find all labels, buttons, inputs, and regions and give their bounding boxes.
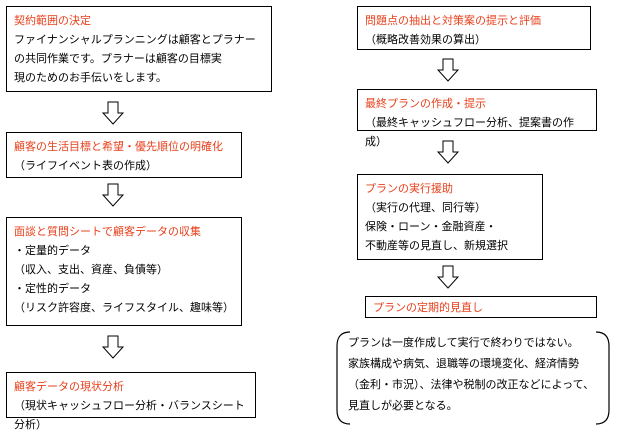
step-title: 最終プランの作成・提示: [365, 97, 486, 110]
step-title: 面談と質問シートで顧客データの収集: [14, 225, 201, 238]
step-title: 顧客データの現状分析: [14, 380, 124, 393]
step-text-line: ・定性的データ: [14, 282, 91, 295]
step-title: 顧客の生活目標と希望・優先順位の明確化: [14, 140, 223, 153]
step-execution-support-box: プランの実行援助 （実行の代理、同行等） 保険・ローン・金融資産・ 不動産等の見…: [357, 174, 543, 260]
down-arrow-icon: [437, 140, 459, 164]
note-line: プランは一度作成して実行で終わりではない。: [348, 336, 579, 349]
step-text-line: （概略改善効果の算出）: [365, 33, 486, 46]
step-text-line: （収入、支出、資産、負債等）: [14, 263, 168, 276]
note-line: 家族構成や病気、退職等の環境変化、経済情勢: [348, 357, 579, 370]
down-arrow-icon: [102, 183, 124, 207]
step-text-line: （実行の代理、同行等）: [365, 201, 486, 214]
step-data-collection-box: 面談と質問シートで顧客データの収集 ・定量的データ （収入、支出、資産、負債等）…: [6, 217, 242, 326]
down-arrow-icon: [102, 101, 124, 125]
step-text-line: （最終キャッシュフロー分析、提案書の作成）: [365, 116, 574, 148]
step-text-line: 現のためのお手伝いをします。: [14, 71, 167, 84]
step-text-line: （リスク許容度、ライフスタイル、趣味等）: [14, 301, 234, 314]
note-bracket-frame: [336, 331, 610, 425]
step-goals-box: 顧客の生活目標と希望・優先順位の明確化 （ライフイベント表の作成）: [6, 132, 242, 178]
review-note: プランは一度作成して実行で終わりではない。 家族構成や病気、退職等の環境変化、経…: [348, 332, 608, 416]
note-line: 見直しが必要となる。: [348, 399, 458, 412]
down-arrow-icon: [437, 265, 459, 289]
step-text-line: （現状キャッシュフロー分析・バランスシート分析）: [14, 399, 245, 431]
step-text-line: ファイナンシャルプランニングは顧客とプラナー: [14, 33, 256, 46]
step-text-line: 不動産等の見直し、新規選択: [365, 239, 508, 252]
down-arrow-icon: [102, 335, 124, 359]
step-final-plan-box: 最終プランの作成・提示 （最終キャッシュフロー分析、提案書の作成）: [357, 89, 597, 148]
step-text-line: 保険・ローン・金融資産・: [365, 220, 497, 233]
step-title: プランの定期的見直し: [373, 301, 483, 314]
step-problem-extraction-box: 問題点の抽出と対策案の提示と評価 （概略改善効果の算出）: [357, 6, 591, 50]
step-text-line: （ライフイベント表の作成）: [14, 159, 157, 172]
step-text-line: ・定量的データ: [14, 244, 91, 257]
step-title: プランの実行援助: [365, 182, 453, 195]
step-text-line: の共同作業です。プラナーは顧客の目標実: [14, 52, 222, 65]
step-contract-scope-box: 契約範囲の決定 ファイナンシャルプランニングは顧客とプラナー の共同作業です。プ…: [6, 6, 272, 92]
down-arrow-icon: [437, 58, 459, 82]
step-title: 問題点の抽出と対策案の提示と評価: [365, 14, 541, 27]
step-current-analysis-box: 顧客データの現状分析 （現状キャッシュフロー分析・バランスシート分析）: [6, 372, 256, 431]
step-periodic-review-box: プランの定期的見直し: [365, 296, 597, 318]
step-title: 契約範囲の決定: [14, 14, 91, 27]
note-line: （金利・市況）、法律や税制の改正などによって、: [348, 378, 595, 391]
